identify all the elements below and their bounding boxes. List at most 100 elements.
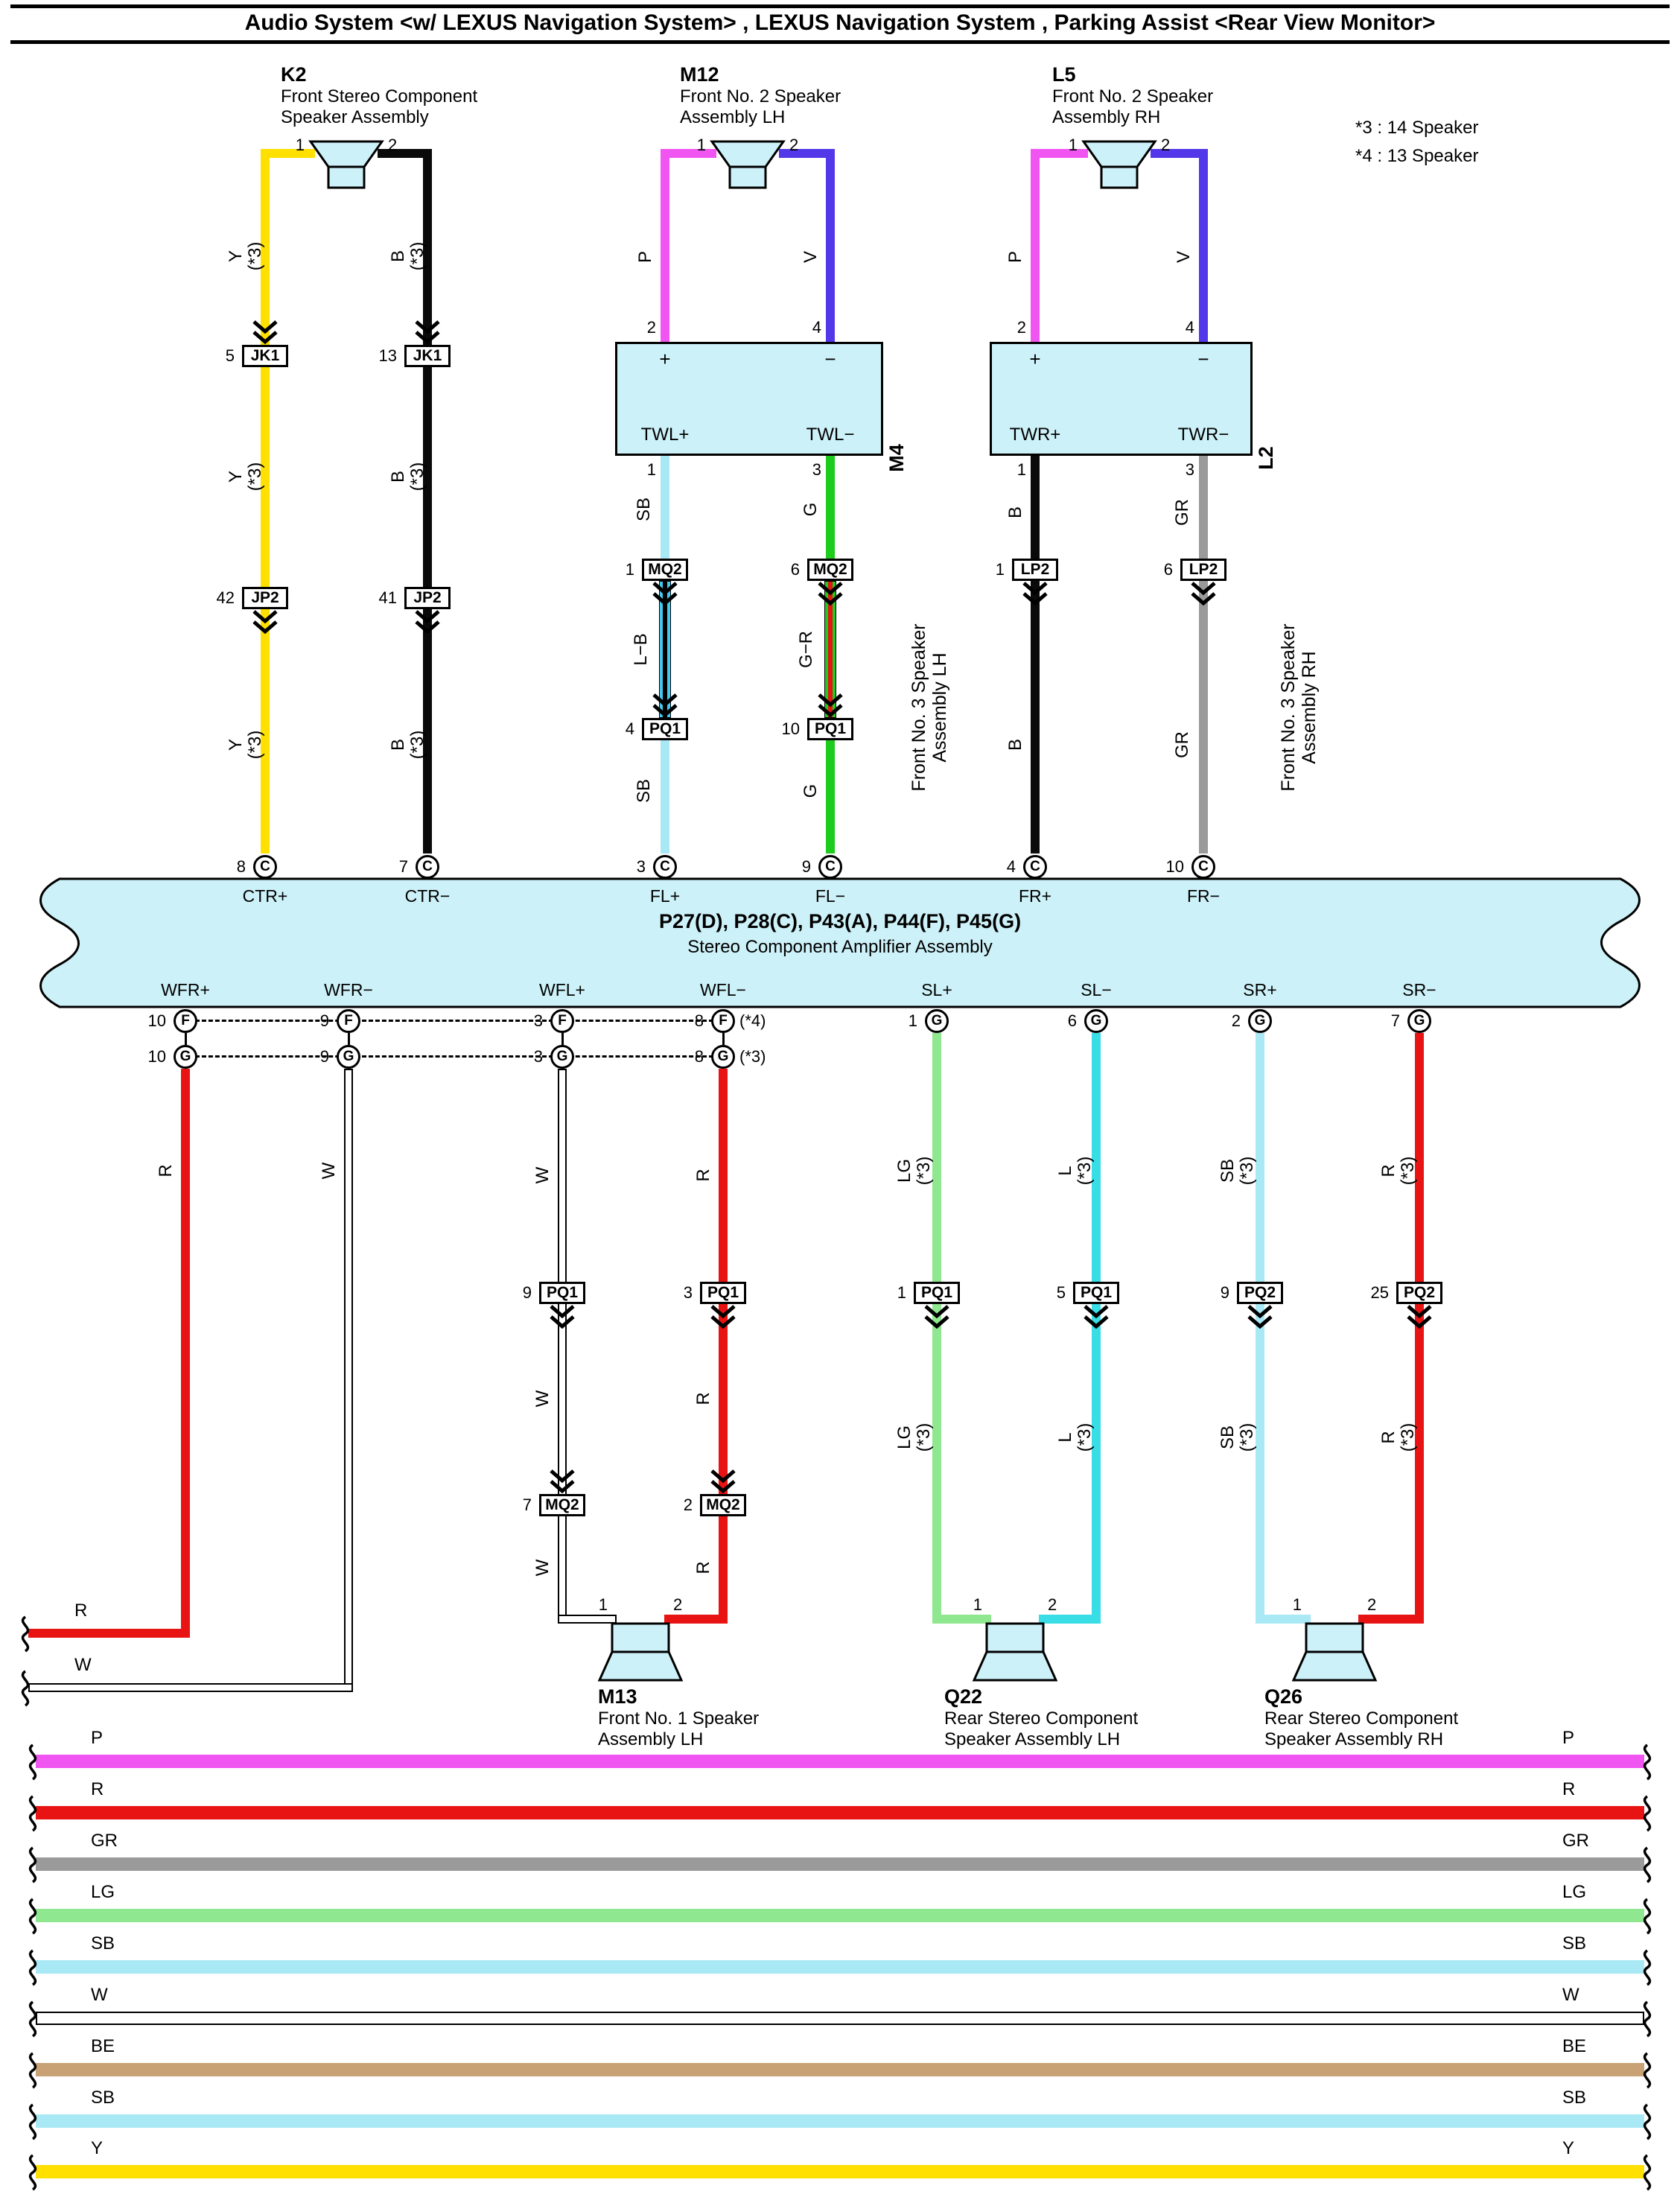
wire-sl-minus-jog	[1039, 1615, 1101, 1624]
pin-row-dashed-link	[195, 1055, 713, 1058]
bus-label-right: Y	[1562, 2138, 1575, 2158]
box-input-minus: −	[1197, 348, 1209, 370]
wire-cut-squiggle	[24, 1742, 42, 1781]
pin-number: 1	[908, 1011, 917, 1030]
bus-label-left: LG	[91, 1882, 115, 1902]
bus-wire-BE	[36, 2063, 1644, 2076]
connector-pin-number: 9	[522, 1283, 532, 1302]
connector-chevron-icon	[549, 1304, 576, 1329]
connector-box: MQ2	[807, 559, 853, 581]
wire-striped-g-r	[824, 581, 836, 718]
pin-circle: C	[1191, 855, 1215, 879]
pin-number: 9	[319, 1011, 329, 1030]
connector-chevron-icon	[549, 1469, 576, 1494]
box-output-plus: TWR+	[1009, 425, 1061, 445]
wire-label: Assembly LH	[929, 652, 950, 763]
box-output-minus: TWL−	[806, 425, 855, 445]
connector-pin-number: 9	[1220, 1283, 1229, 1302]
connector-pin-number: 10	[781, 719, 800, 738]
pin-circle: C	[253, 855, 277, 879]
amp-terminal-label: SL+	[921, 980, 952, 999]
wire-label: L(*3)	[1055, 1422, 1095, 1452]
amp-terminal-label: WFR+	[161, 980, 210, 999]
wire-label: Y(*3)	[226, 730, 265, 760]
wire-label: Assembly RH	[1299, 651, 1320, 764]
connector-pin-number: 6	[790, 560, 800, 579]
wire-cut-squiggle	[1638, 1845, 1656, 1883]
bus-label-right: P	[1562, 1728, 1575, 1748]
pin-circle: F	[711, 1009, 735, 1033]
connector-pin-number: 4	[625, 719, 634, 738]
wire-sl-plus-jog	[932, 1615, 991, 1624]
wire-l5-p	[1031, 149, 1040, 342]
pin-circle: G	[550, 1045, 574, 1069]
speaker-pin-number: 1	[598, 1595, 608, 1614]
speaker-icon-M13	[596, 1621, 685, 1683]
connector-pin-number: 2	[683, 1495, 693, 1514]
pin-number: 9	[319, 1047, 329, 1066]
bus-wire-GR	[36, 1857, 1644, 1871]
connector-chevron-icon	[252, 320, 279, 345]
box-pin-number: 1	[1016, 460, 1026, 479]
component-box-M4	[615, 342, 883, 456]
wire-label: W	[74, 1655, 92, 1675]
page-title: Audio System <w/ LEXUS Navigation System…	[244, 10, 1436, 35]
pin-number: 10	[1165, 857, 1184, 876]
bus-label-right: LG	[1562, 1882, 1587, 1902]
connector-pin-number: 42	[216, 588, 235, 607]
speaker-icon-L5	[1075, 139, 1164, 191]
wire-label: Front No. 3 Speaker	[909, 623, 929, 792]
wire-label: B	[1005, 739, 1025, 751]
wire-label: Front No. 3 Speaker	[1278, 623, 1299, 792]
box-pin-number: 3	[1185, 460, 1194, 479]
box-pin-number: 3	[812, 460, 821, 479]
bus-label-left: W	[91, 1985, 108, 2005]
amp-terminal-label: SL−	[1081, 980, 1112, 999]
connector-box: LP2	[1180, 559, 1226, 581]
wire-cut-squiggle	[1638, 2050, 1656, 2089]
bus-label-right: W	[1562, 1985, 1579, 2005]
wire-label: R	[156, 1164, 176, 1177]
wire-label: R	[74, 1600, 88, 1621]
pin-number: 6	[1067, 1011, 1077, 1030]
bus-wire-SB	[36, 1960, 1644, 1974]
wire-l5-v-jog	[1151, 149, 1208, 158]
box-pin-number: 4	[1185, 318, 1194, 337]
connector-pin-number: 6	[1163, 560, 1173, 579]
speaker-pin-number: 2	[789, 136, 799, 154]
wire-label: M4	[885, 444, 908, 472]
wire-label: SB(*3)	[1218, 1422, 1257, 1452]
pin-number: 3	[533, 1011, 543, 1030]
bus-label-left: R	[91, 1779, 104, 1799]
pin-number: 10	[147, 1047, 166, 1066]
pin-stub-line	[561, 1033, 564, 1045]
connector-chevron-icon	[414, 320, 441, 345]
pin-circle: C	[1023, 855, 1047, 879]
wire-wfr-minus-run	[28, 1683, 353, 1692]
amp-terminal-label: SR+	[1243, 980, 1277, 999]
note: *4 : 13 Speaker	[1355, 146, 1479, 166]
wire-cut-squiggle	[24, 2152, 42, 2191]
pin-stub-line	[348, 1033, 350, 1045]
speaker-pin-number: 1	[1068, 136, 1078, 154]
wire-cut-squiggle	[24, 1896, 42, 1935]
wire-wfl-minus-jog	[664, 1615, 728, 1624]
bus-label-left: BE	[91, 2036, 115, 2056]
pin-number: 10	[147, 1011, 166, 1030]
pin-number: 8	[694, 1047, 704, 1066]
bus-wire-SB	[36, 2114, 1644, 2128]
wire-label: L2	[1255, 446, 1277, 470]
wire-sr-plus-jog	[1256, 1615, 1311, 1624]
bus-label-right: SB	[1562, 1933, 1587, 1954]
note: *3 : 14 Speaker	[1355, 118, 1479, 138]
wire-label: R(*3)	[1378, 1422, 1418, 1452]
speaker-pin-number: 1	[973, 1595, 982, 1614]
pin-number: 7	[1390, 1011, 1400, 1030]
wire-cut-squiggle	[1638, 1896, 1656, 1935]
wire-k2-plus-jog	[261, 149, 315, 158]
wire-l5-gr	[1199, 456, 1208, 853]
wire-wfl-plus	[558, 1069, 567, 1624]
connector-pin-number: 25	[1370, 1283, 1389, 1302]
connector-box: LP2	[1012, 559, 1058, 581]
component-box-L2	[990, 342, 1253, 456]
